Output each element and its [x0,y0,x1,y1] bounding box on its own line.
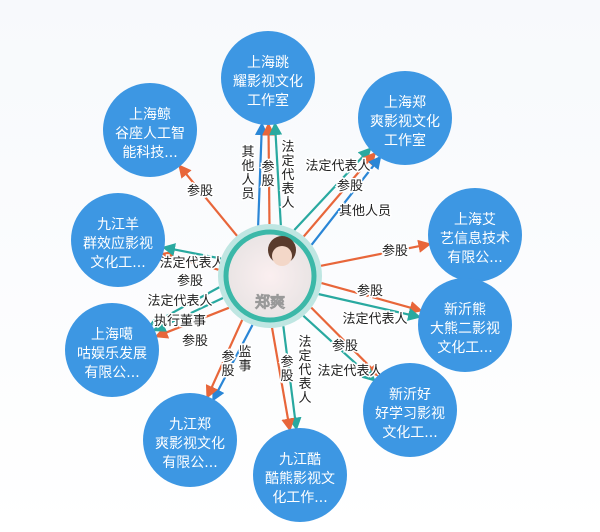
company-name-line: 九江羊 [97,217,139,233]
edge-label: 法定代表人 [159,256,224,271]
edge-line [318,293,422,321]
edge-line [282,326,302,431]
company-name-line: 爽影视文化 [155,436,225,452]
edge-label: 法定代表人 [298,335,311,406]
edge-label: 执行董事 [154,314,206,329]
company-circle [221,31,315,125]
company-circle [428,188,522,282]
edge-line [320,239,432,267]
edge-line [302,151,377,238]
edge-label: 参股 [332,338,358,354]
company-name-line: 文化工... [90,255,145,271]
avatar-face [272,246,292,266]
company-name-line: 谷座人工智 [115,126,185,142]
center-person[interactable]: 郑爽 [218,224,322,328]
company-name-line: 化工作... [272,490,327,506]
company-name-line: 九江郑 [169,417,211,433]
company-circle [253,428,347,522]
edge-line [212,324,254,402]
edge-label: 法定代表人 [147,294,212,309]
edge-line [205,319,244,399]
edge-label: 参股 [261,159,274,189]
company-name-line: 群效应影视 [83,235,153,252]
company-circle [71,193,165,287]
company-circle [65,303,159,397]
company-name-line: 上海鲸 [129,107,171,123]
company-name-line: 工作室 [384,132,426,149]
company-name-line: 咕娱乐发展 [77,346,147,362]
company-name-line: 有限公... [84,365,139,381]
edge-line [161,243,222,260]
edge-label: 法定代表人 [342,312,407,327]
company-node[interactable]: 新沂好好学习影视文化工... [363,363,457,457]
edge-line [270,327,295,432]
edge-line [293,147,372,231]
company-name-line: 文化工... [382,425,437,441]
edge-label: 参股 [357,283,383,299]
edge-line [310,155,382,246]
edge-line [154,306,230,339]
company-name-line: 大熊二影视 [430,321,500,337]
center-name: 郑爽 [255,293,285,311]
company-name-line: 有限公... [447,250,502,266]
company-name-line: 文化工... [437,340,492,356]
edge-label: 参股 [221,349,234,379]
edge-label: 参股 [187,183,213,199]
edge-label: 法定代表人 [317,364,382,379]
edge-label: 参股 [337,178,363,194]
company-name-line: 上海跳 [247,55,289,71]
edge-line [152,297,224,332]
edge-label: 参股 [382,243,408,259]
company-name-line: 能科技... [122,145,177,161]
company-node[interactable]: 新沂熊大熊二影视文化工... [418,278,512,372]
edge-line [310,306,381,378]
company-circle [418,278,512,372]
edge-label: 其他人员 [241,145,254,202]
edge-line [321,281,423,314]
company-circle [358,71,452,165]
company-name-line: 上海噶 [91,327,133,343]
edge-label: 其他人员 [339,204,391,219]
company-node[interactable]: 九江羊群效应影视文化工... [71,193,165,287]
edge-label: 法定代表人 [305,159,370,174]
edge-label: 监事 [238,345,251,374]
company-name-line: 爽影视文化 [370,114,440,130]
edge-label: 参股 [280,354,293,384]
edge-line [302,315,376,382]
company-name-line: 耀影视文化 [233,74,303,90]
company-circle [143,393,237,487]
company-name-line: 新沂熊 [444,302,486,318]
edge-line [261,122,276,225]
company-name-line: 新沂好 [389,387,431,403]
company-node[interactable]: 九江郑爽影视文化有限公... [143,393,237,487]
company-name-line: 好学习影视 [375,406,445,422]
company-node[interactable]: 上海鲸谷座人工智能科技... [103,83,197,177]
edge-label: 法定代表人 [281,140,294,211]
edge-label: 参股 [177,273,203,289]
company-node[interactable]: 上海艾艺信息技术有限公... [428,188,522,282]
company-name-line: 上海艾 [454,212,496,228]
company-name-line: 酷熊影视文 [265,471,335,487]
company-node[interactable]: 九江酷酷熊影视文化工作... [253,428,347,522]
company-name-line: 有限公... [162,455,217,471]
edge-line [160,250,219,271]
edge-line [254,121,269,226]
edge-line [269,121,283,226]
company-name-line: 九江酷 [279,452,321,468]
company-circle [363,363,457,457]
company-node[interactable]: 上海噶咕娱乐发展有限公... [65,303,159,397]
company-name-line: 上海郑 [384,95,426,111]
company-circle [103,83,197,177]
edge-label: 参股 [182,333,208,349]
edge-line [178,164,238,237]
company-name-line: 艺信息技术 [440,230,510,247]
company-name-line: 工作室 [247,92,289,109]
edge-line [149,286,220,326]
